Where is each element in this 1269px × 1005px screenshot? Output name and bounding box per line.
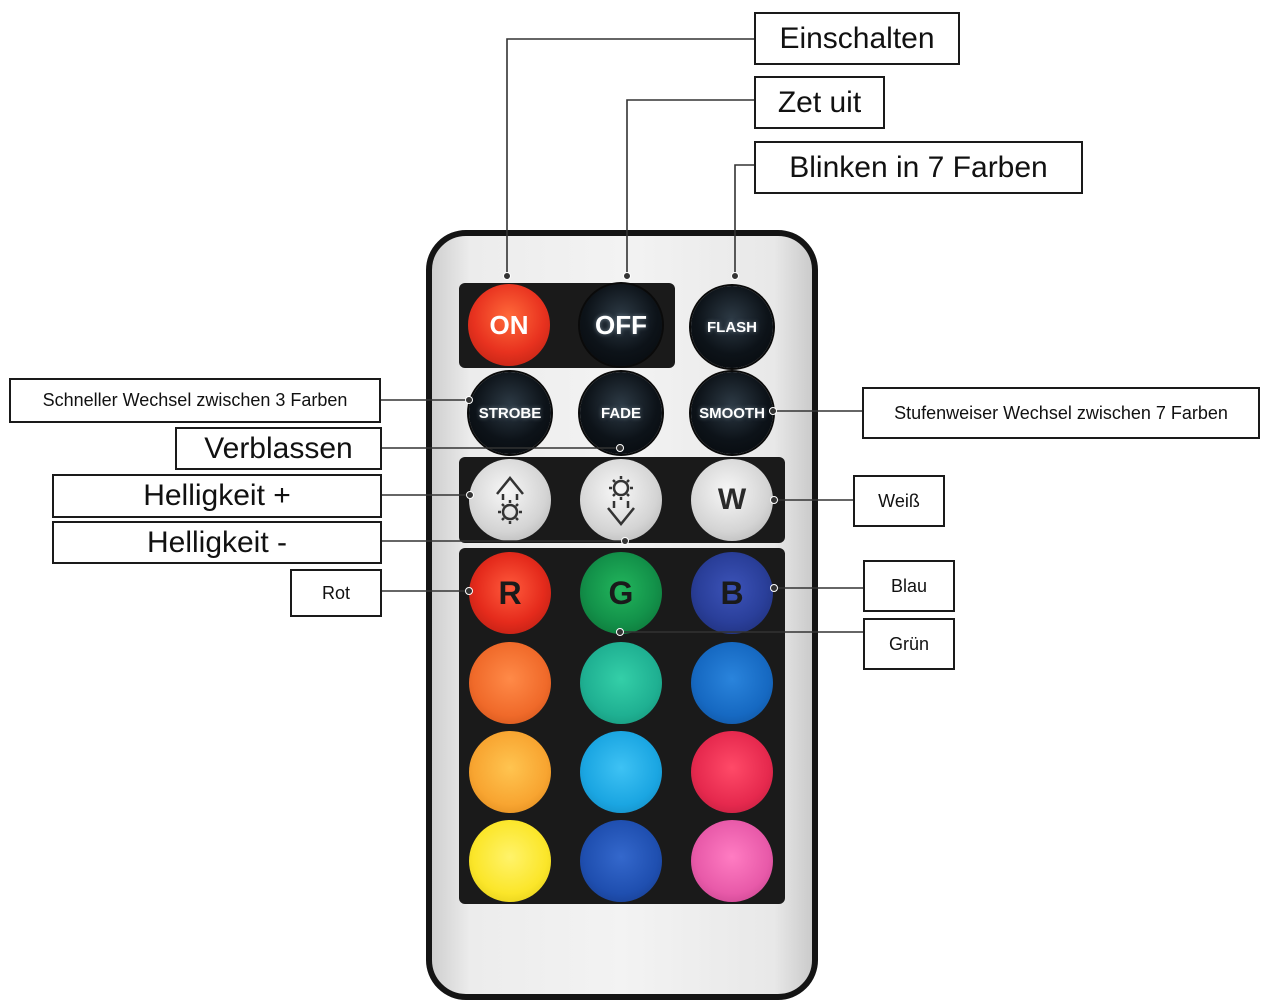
blue-button-label: B xyxy=(720,574,744,611)
callout-gruen: Grün xyxy=(863,618,955,670)
fade-button-label: FADE xyxy=(600,404,641,422)
color-button-orange[interactable] xyxy=(469,642,551,724)
callout-rot: Rot xyxy=(290,569,382,617)
brightness-down-button[interactable] xyxy=(580,459,662,541)
off-button[interactable]: OFF xyxy=(580,284,662,366)
callout-zet-uit: Zet uit xyxy=(754,76,885,129)
callout-blau: Blau xyxy=(863,560,955,612)
blue-button[interactable]: B xyxy=(691,552,773,634)
color-button-light-orange[interactable] xyxy=(469,731,551,813)
strobe-button-label: STROBE xyxy=(478,404,542,422)
red-button-label: R xyxy=(498,574,522,611)
color-button-pink[interactable] xyxy=(691,820,773,902)
smooth-button[interactable]: SMOOTH xyxy=(691,372,773,454)
brightness-up-button[interactable] xyxy=(469,459,551,541)
color-button-teal[interactable] xyxy=(580,642,662,724)
on-button-label: ON xyxy=(489,309,529,340)
on-button[interactable]: ON xyxy=(468,284,550,366)
callout-verblassen: Verblassen xyxy=(175,427,382,470)
callout-blinken: Blinken in 7 Farben xyxy=(754,141,1083,194)
green-button[interactable]: G xyxy=(580,552,662,634)
color-button-yellow[interactable] xyxy=(469,820,551,902)
callout-stufenweiser-wechsel: Stufenweiser Wechsel zwischen 7 Farben xyxy=(862,387,1260,439)
off-button-label: OFF xyxy=(595,309,647,340)
flash-button[interactable]: FLASH xyxy=(691,286,773,368)
color-button-medium-blue[interactable] xyxy=(691,642,773,724)
green-button-label: G xyxy=(608,574,634,611)
sun-arrow-up-icon xyxy=(496,476,524,524)
color-button-crimson[interactable] xyxy=(691,731,773,813)
fade-button[interactable]: FADE xyxy=(580,372,662,454)
callout-schneller-wechsel: Schneller Wechsel zwischen 3 Farben xyxy=(9,378,381,423)
strobe-button[interactable]: STROBE xyxy=(469,372,551,454)
color-button-light-blue[interactable] xyxy=(580,731,662,813)
callout-helligkeit-minus: Helligkeit - xyxy=(52,521,382,564)
sun-arrow-down-icon xyxy=(607,476,635,526)
color-button-dark-blue[interactable] xyxy=(580,820,662,902)
callout-weiss: Weiß xyxy=(853,475,945,527)
callout-einschalten: Einschalten xyxy=(754,12,960,65)
white-button-label: W xyxy=(717,483,747,516)
callout-helligkeit-plus: Helligkeit + xyxy=(52,474,382,518)
smooth-button-label: SMOOTH xyxy=(699,404,765,422)
white-button[interactable]: W xyxy=(691,459,773,541)
red-button[interactable]: R xyxy=(469,552,551,634)
flash-button-label: FLASH xyxy=(707,318,757,336)
